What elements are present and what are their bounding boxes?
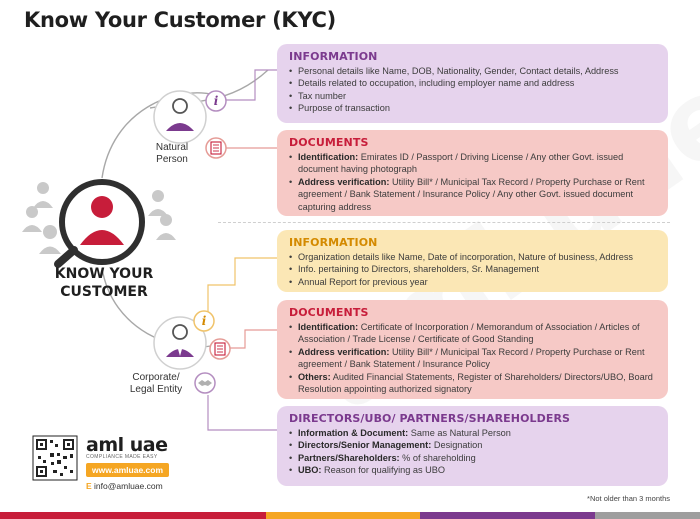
list-item: Address verification: Utility Bill* / Mu… bbox=[289, 346, 658, 371]
email-link[interactable]: E info@amluae.com bbox=[86, 481, 163, 491]
list-item: Information & Document: Same as Natural … bbox=[289, 427, 658, 440]
natural-information-card: INFORMATION Personal details like Name, … bbox=[277, 44, 668, 123]
corporate-information-card: INFORMATION Organization details like Na… bbox=[277, 230, 668, 292]
info-icon: i bbox=[205, 90, 227, 112]
list-item: Organization details like Name, Date of … bbox=[289, 251, 658, 264]
card-heading: INFORMATION bbox=[289, 50, 378, 63]
list-item: Directors/Senior Management: Designation bbox=[289, 439, 658, 452]
card-heading: DIRECTORS/UBO/ PARTNERS/SHAREHOLDERS bbox=[289, 412, 571, 425]
page-title: Know Your Customer (KYC) bbox=[24, 8, 336, 32]
corporate-person-icon bbox=[153, 316, 207, 370]
svg-text:i: i bbox=[214, 94, 219, 108]
natural-person-label: Natural Person bbox=[155, 142, 189, 165]
corporate-entity-label: Corporate/ Legal Entity bbox=[129, 372, 183, 395]
list-item: Identification: Certificate of Incorpora… bbox=[289, 321, 658, 346]
list-item: Purpose of transaction bbox=[289, 102, 658, 115]
section-divider bbox=[218, 222, 670, 223]
list-item: Partners/Shareholders: % of shareholding bbox=[289, 452, 658, 465]
card-heading: INFORMATION bbox=[289, 236, 378, 249]
card-heading: DOCUMENTS bbox=[289, 136, 369, 149]
logo-tagline: COMPLIANCE MADE EASY bbox=[86, 454, 158, 460]
qr-code bbox=[32, 435, 78, 481]
brand-logo: aml uae COMPLIANCE MADE EASY www.amluae.… bbox=[86, 434, 170, 491]
kyc-center-label: KNOW YOUR CUSTOMER bbox=[54, 266, 154, 300]
document-icon bbox=[205, 137, 227, 159]
list-item: Annual Report for previous year bbox=[289, 276, 658, 289]
svg-text:i: i bbox=[202, 314, 207, 328]
list-item: Identification: Emirates ID / Passport /… bbox=[289, 151, 658, 176]
document-icon bbox=[209, 338, 231, 360]
list-item: Tax number bbox=[289, 90, 658, 103]
info-icon: i bbox=[193, 310, 215, 332]
list-item: Details related to occupation, including… bbox=[289, 77, 658, 90]
logo-name: aml uae bbox=[86, 434, 168, 456]
list-item: Personal details like Name, DOB, Nationa… bbox=[289, 65, 658, 78]
card-heading: DOCUMENTS bbox=[289, 306, 369, 319]
website-link[interactable]: www.amluae.com bbox=[86, 463, 170, 477]
corporate-documents-card: DOCUMENTS Identification: Certificate of… bbox=[277, 300, 668, 399]
background-people bbox=[22, 182, 176, 254]
footnote: *Not older than 3 months bbox=[587, 494, 670, 503]
handshake-icon bbox=[194, 372, 216, 394]
bottom-color-bar bbox=[0, 512, 700, 519]
list-item: Address verification: Utility Bill* / Mu… bbox=[289, 176, 658, 213]
list-item: Info. pertaining to Directors, sharehold… bbox=[289, 263, 658, 276]
list-item: UBO: Reason for qualifying as UBO bbox=[289, 464, 658, 477]
natural-person-icon bbox=[153, 90, 207, 144]
natural-documents-card: DOCUMENTS Identification: Emirates ID / … bbox=[277, 130, 668, 216]
magnifier-icon bbox=[54, 179, 145, 268]
list-item: Others: Audited Financial Statements, Re… bbox=[289, 371, 658, 396]
directors-card: DIRECTORS/UBO/ PARTNERS/SHAREHOLDERS Inf… bbox=[277, 406, 668, 486]
